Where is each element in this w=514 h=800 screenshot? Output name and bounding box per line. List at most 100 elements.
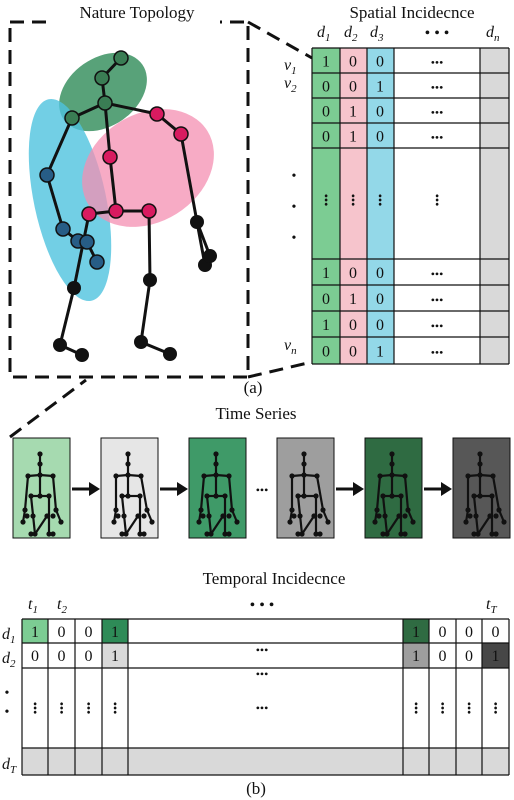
skeleton-joints bbox=[39, 50, 217, 362]
spatial-cell-top-r0-c1: 0 bbox=[349, 54, 357, 71]
svg-text:•••: ••• bbox=[346, 194, 360, 207]
nature-topology-title: Nature Topology bbox=[79, 3, 195, 22]
temporal-incidence-title: Temporal Incidecnce bbox=[203, 569, 346, 588]
temporal-fill-d1-left-0 bbox=[22, 619, 48, 643]
frame-skeleton-6 bbox=[463, 451, 507, 537]
header-tT: tT bbox=[486, 596, 497, 616]
header-d3: d3 bbox=[370, 24, 384, 44]
temporal-fill-d2-left-3 bbox=[102, 643, 128, 668]
temporal-cell-d1-right-0: 1 bbox=[412, 624, 420, 641]
caption-b: (b) bbox=[246, 779, 266, 798]
temporal-vdots-0: ••• bbox=[28, 702, 42, 715]
spatial-cell-bottom-r1-c1: 1 bbox=[349, 291, 357, 308]
time-series-ellipsis: ••• bbox=[256, 483, 269, 497]
spatial-cell-bottom-r0-c1: 0 bbox=[349, 265, 357, 282]
frame-skeleton-2 bbox=[111, 451, 155, 537]
temporal-column-dots: ••• ••• ••• ••• ••• ••• ••• ••• bbox=[28, 702, 503, 715]
header-t1: t1 bbox=[28, 596, 38, 616]
frame-skeleton-5 bbox=[372, 451, 416, 537]
spatial-cell-top-r0-c0: 1 bbox=[322, 54, 330, 71]
temporal-dots-mid: ••• bbox=[256, 701, 269, 715]
spatial-dots-bottom-r1: ••• bbox=[431, 293, 444, 307]
row-ellipsis-3: • bbox=[292, 231, 297, 246]
temporal-incidence-matrix: Temporal Incidecnce t1 t2 • • • tT d1 d2… bbox=[2, 569, 510, 798]
spatial-cell-top-r1-c0: 0 bbox=[322, 79, 330, 96]
spatial-cell-bottom-r2-c1: 0 bbox=[349, 317, 357, 334]
spatial-middle-dots: ••• ••• ••• ••• bbox=[319, 194, 444, 207]
temporal-cell-d2-left-2: 0 bbox=[85, 648, 93, 665]
spatial-cell-top-r2-c0: 0 bbox=[322, 104, 330, 121]
row-label-vn: vn bbox=[284, 337, 297, 357]
spatial-cell-bottom-r3-c2: 1 bbox=[376, 344, 384, 361]
temporal-vdots-2: ••• bbox=[82, 702, 96, 715]
spatial-cell-top-r3-c2: 0 bbox=[376, 129, 384, 146]
temporal-row-ellipsis-2: • bbox=[5, 705, 10, 720]
temporal-cell-d2-right-2: 0 bbox=[465, 648, 473, 665]
temporal-cell-d1-left-3: 1 bbox=[111, 624, 119, 641]
row-label-v1: v1 bbox=[284, 57, 297, 77]
time-arrowhead-4 bbox=[441, 482, 452, 496]
svg-text:•••: ••• bbox=[430, 194, 444, 207]
temporal-vdots-7: ••• bbox=[489, 702, 503, 715]
temporal-cell-d2-right-1: 0 bbox=[439, 648, 447, 665]
temporal-cell-d2-right-3: 1 bbox=[492, 648, 500, 665]
spatial-cell-top-r1-c2: 1 bbox=[376, 79, 384, 96]
spatial-incidence-title: Spatial Incidecnce bbox=[349, 3, 474, 22]
temporal-fill-d2-right-3 bbox=[482, 643, 509, 668]
temporal-cell-d1-right-3: 0 bbox=[492, 624, 500, 641]
temporal-vdots-5: ••• bbox=[436, 702, 450, 715]
temporal-cell-d1-left-0: 1 bbox=[31, 624, 39, 641]
zoom-line-right bbox=[247, 360, 313, 379]
frame-skeleton-4 bbox=[287, 451, 331, 537]
header-d1: d1 bbox=[317, 24, 331, 44]
temporal-cell-d1-left-1: 0 bbox=[58, 624, 66, 641]
temporal-vdots-3: ••• bbox=[108, 702, 122, 715]
temporal-grid-lines bbox=[21, 618, 510, 776]
frame-skeleton-3 bbox=[196, 451, 240, 537]
spatial-cell-bottom-r3-c0: 0 bbox=[322, 344, 330, 361]
spatial-column-headers: d1 d2 d3 • • • dn bbox=[317, 24, 500, 44]
temporal-cell-d2-right-0: 1 bbox=[412, 648, 420, 665]
spatial-dots-bottom-r3: ••• bbox=[431, 346, 444, 360]
row-label-d1: d1 bbox=[2, 626, 16, 646]
spatial-cell-top-r3-c1: 1 bbox=[349, 129, 357, 146]
header-dn: dn bbox=[486, 24, 500, 44]
title-backdrop bbox=[54, 4, 220, 26]
row-ellipsis-1: • bbox=[292, 169, 297, 184]
spatial-cell-top-r2-c1: 1 bbox=[349, 104, 357, 121]
temporal-vdots-1: ••• bbox=[55, 702, 69, 715]
spatial-row-labels: v1 v2 vn • • • bbox=[284, 57, 297, 357]
spatial-dots-top-r3: ••• bbox=[431, 131, 444, 145]
row-label-dT: dT bbox=[2, 756, 17, 776]
spatial-dots-top-r1: ••• bbox=[431, 81, 444, 95]
spatial-cell-bottom-r0-c0: 1 bbox=[322, 265, 330, 282]
spatial-dots-bottom-r0: ••• bbox=[431, 267, 444, 281]
svg-text:•••: ••• bbox=[319, 194, 333, 207]
temporal-cell-d2-left-3: 1 bbox=[111, 648, 119, 665]
temporal-cell-d1-right-1: 0 bbox=[439, 624, 447, 641]
time-arrowhead-3 bbox=[353, 482, 364, 496]
time-series-frames: ••• bbox=[12, 437, 511, 539]
temporal-dots-d2: ••• bbox=[256, 667, 269, 681]
time-series: Time Series ••• bbox=[12, 404, 511, 539]
spatial-cell-top-r2-c2: 0 bbox=[376, 104, 384, 121]
spatial-cell-top-r3-c0: 0 bbox=[322, 129, 330, 146]
row-label-v2: v2 bbox=[284, 75, 297, 95]
row-label-d2: d2 bbox=[2, 650, 16, 670]
temporal-dots-d1: ••• bbox=[256, 643, 269, 657]
time-series-title: Time Series bbox=[215, 404, 296, 423]
temporal-vdots-4: ••• bbox=[409, 702, 423, 715]
svg-text:•••: ••• bbox=[373, 194, 387, 207]
spatial-cell-bottom-r3-c1: 0 bbox=[349, 344, 357, 361]
temporal-fill-d2-right-0 bbox=[403, 643, 429, 668]
spatial-cell-bottom-r2-c2: 0 bbox=[376, 317, 384, 334]
header-ellipsis: • • • bbox=[425, 25, 450, 42]
spatial-cell-bottom-r2-c0: 1 bbox=[322, 317, 330, 334]
spatial-cell-bottom-r1-c0: 0 bbox=[322, 291, 330, 308]
spatial-cell-bottom-r1-c2: 0 bbox=[376, 291, 384, 308]
frame-skeleton-1 bbox=[20, 451, 64, 537]
spatial-cells: 1 0 0 ••• 0 0 1 ••• 0 1 0 ••• 0 1 0 ••• 1 0 0 ••• 0 1 0 ••• 1 0 0 •… bbox=[322, 54, 443, 361]
spatial-cell-top-r0-c2: 0 bbox=[376, 54, 384, 71]
